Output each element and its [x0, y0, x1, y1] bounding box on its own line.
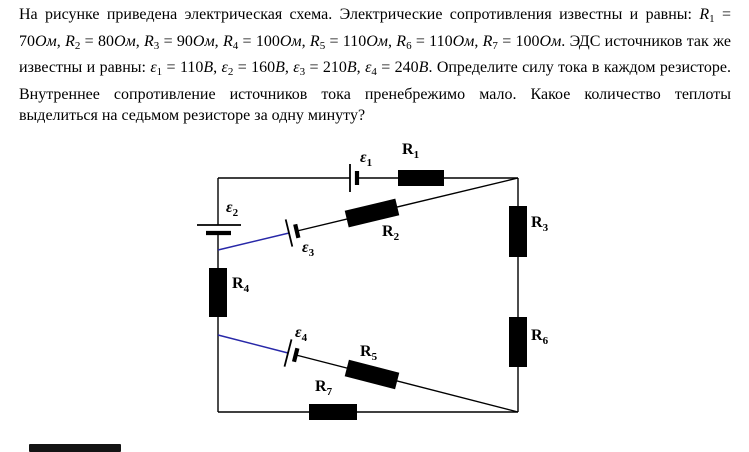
- label-emf-1: ε1: [360, 149, 372, 169]
- resistor-r6: [509, 317, 527, 367]
- resistor-r1: [398, 170, 444, 186]
- resistor-r7: [309, 404, 357, 420]
- wire-diagonal-upper-lead: [217, 232, 290, 251]
- label-resistor-3: R3: [531, 214, 549, 234]
- label-resistor-7: R7: [315, 378, 333, 398]
- label-resistor-6: R6: [531, 327, 549, 347]
- battery-e4-long-plate: [283, 339, 293, 367]
- label-resistor-2: R2: [382, 223, 400, 243]
- wire-diagonal-upper: [296, 177, 519, 232]
- label-resistor-1: R1: [402, 141, 419, 161]
- cropped-text-fragment: [29, 444, 121, 452]
- label-emf-3: ε3: [302, 239, 315, 259]
- wire-diagonal-lower: [295, 354, 519, 413]
- problem-text: На рисунке приведена электрическая схема…: [19, 6, 732, 125]
- battery-e3-short-plate: [293, 223, 301, 239]
- label-resistor-4: R4: [232, 275, 250, 295]
- wire-diagonal-lower-lead: [217, 334, 289, 354]
- resistor-r5: [344, 359, 400, 390]
- label-resistor-5: R5: [360, 343, 378, 363]
- label-emf-4: ε4: [295, 324, 308, 344]
- battery-e3-long-plate: [284, 219, 294, 247]
- battery-e4-short-plate: [291, 347, 300, 363]
- resistor-r4: [209, 268, 227, 317]
- resistor-r2: [344, 198, 400, 228]
- label-emf-2: ε2: [226, 199, 239, 219]
- resistor-r3: [509, 206, 527, 257]
